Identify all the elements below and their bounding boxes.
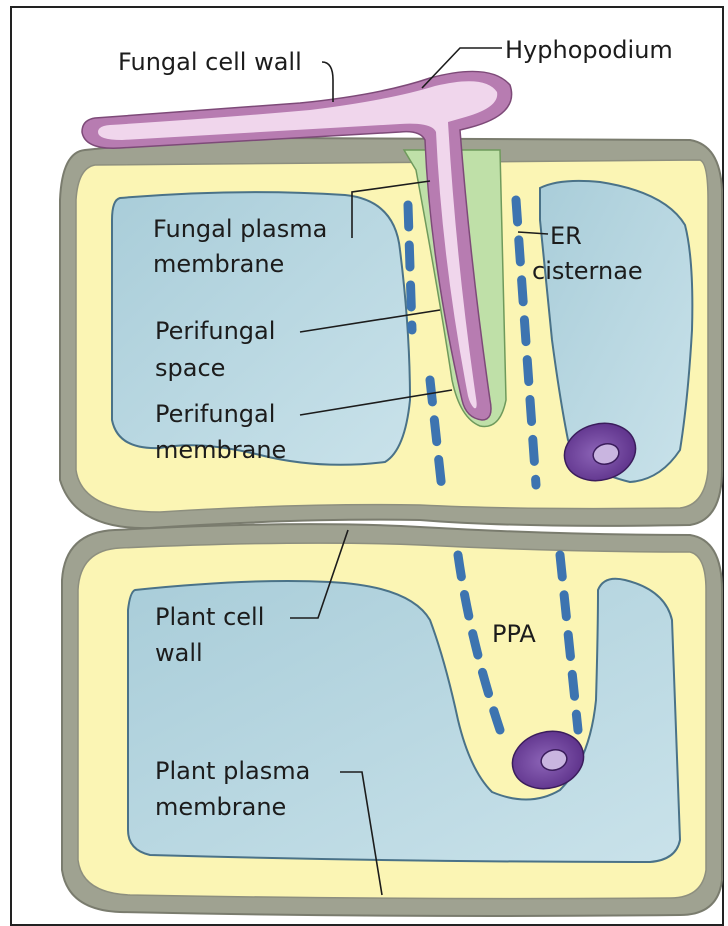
label-hyphopodium: Hyphopodium xyxy=(505,36,673,64)
label-plant-cell-wall-2: wall xyxy=(155,639,203,667)
label-perifungal-membrane-1: Perifungal xyxy=(155,400,275,428)
label-perifungal-space-2: space xyxy=(155,354,225,382)
label-perifungal-membrane-2: membrane xyxy=(155,436,286,464)
label-fungal-plasma-2: membrane xyxy=(153,250,284,278)
label-fungal-plasma-1: Fungal plasma xyxy=(153,215,327,243)
label-plant-plasma-2: membrane xyxy=(155,793,286,821)
lower-plant-cell xyxy=(62,524,722,916)
label-er-1: ER xyxy=(550,222,582,250)
label-fungal-cell-wall: Fungal cell wall xyxy=(118,48,302,76)
label-perifungal-space-1: Perifungal xyxy=(155,317,275,345)
label-plant-cell-wall-1: Plant cell xyxy=(155,603,264,631)
label-plant-plasma-1: Plant plasma xyxy=(155,757,310,785)
label-er-2: cisternae xyxy=(532,257,643,285)
label-ppa: PPA xyxy=(492,620,536,648)
